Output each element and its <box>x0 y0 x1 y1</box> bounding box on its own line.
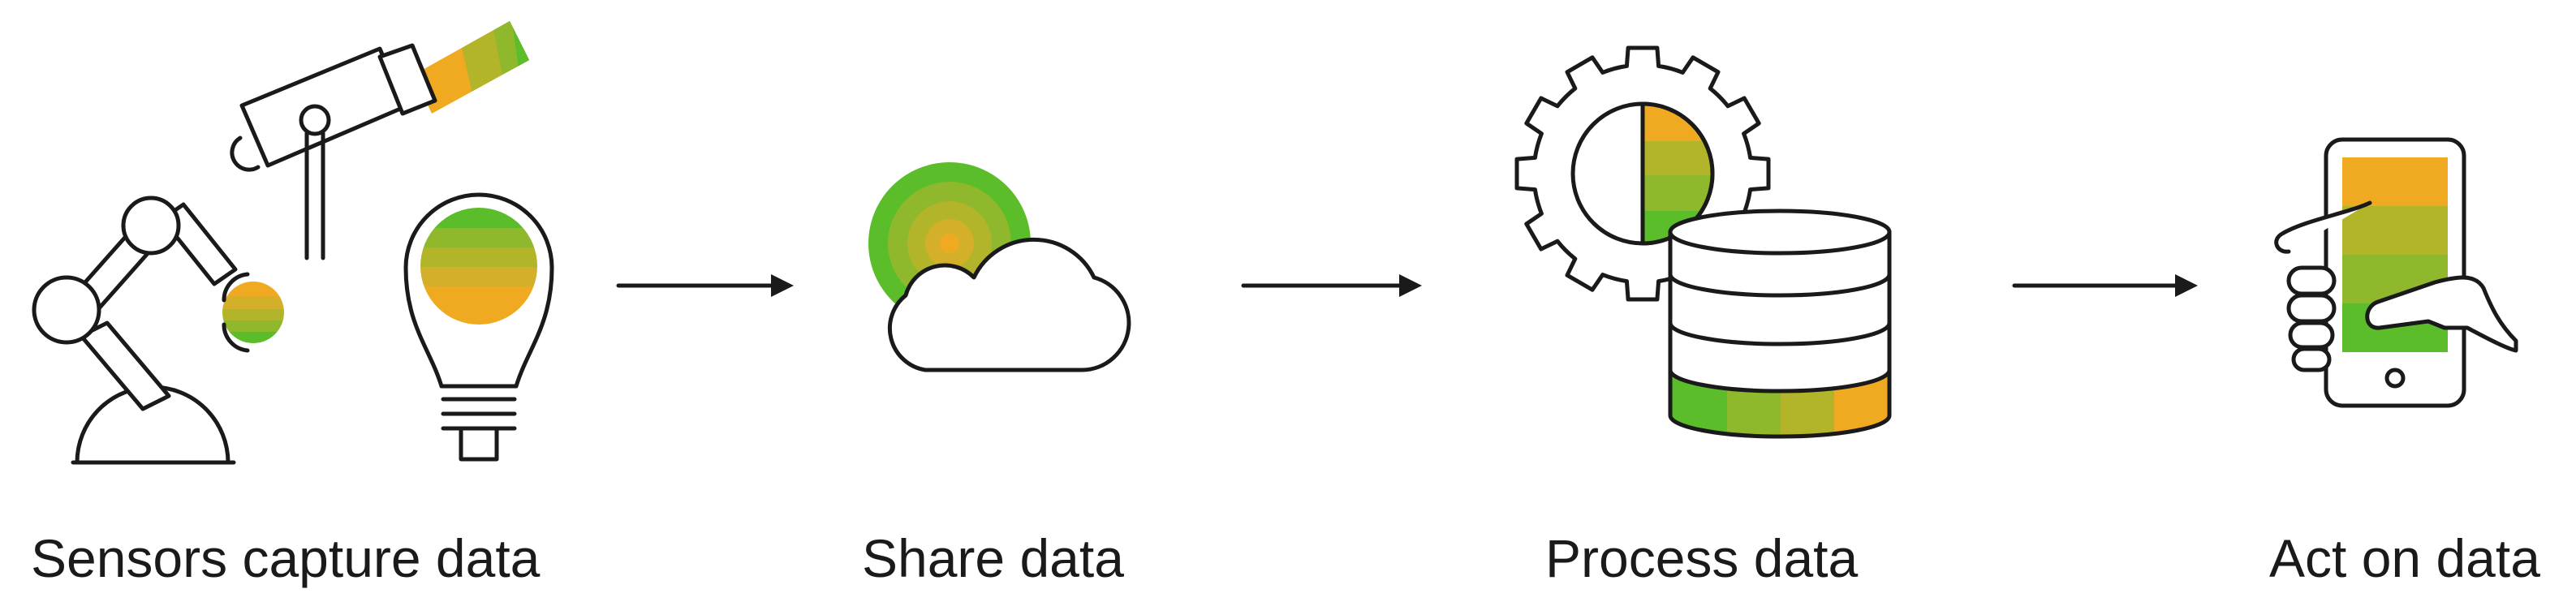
smartphone-hand-icon <box>2274 137 2518 408</box>
step-label-process: Process data <box>1545 528 1859 588</box>
sensors-icon <box>32 21 554 465</box>
gear-icon <box>1514 45 1771 302</box>
database-icon <box>1668 209 1892 439</box>
light-bulb-icon <box>403 192 554 462</box>
step-label-sensors: Sensors capture data <box>31 528 541 588</box>
cloud-share-icon <box>868 162 1131 372</box>
robot-arm-icon <box>32 196 284 465</box>
flow-arrow-1 <box>616 274 794 297</box>
hand-icon <box>2274 200 2518 372</box>
gear-database-icon <box>1514 45 1892 439</box>
cloud-icon <box>887 237 1131 372</box>
smartphone-icon <box>2324 137 2466 408</box>
flow-arrow-3 <box>2012 274 2198 297</box>
flow-arrow-2 <box>1241 274 1422 297</box>
step-label-share: Share data <box>862 528 1124 588</box>
step-label-act: Act on data <box>2269 528 2540 588</box>
